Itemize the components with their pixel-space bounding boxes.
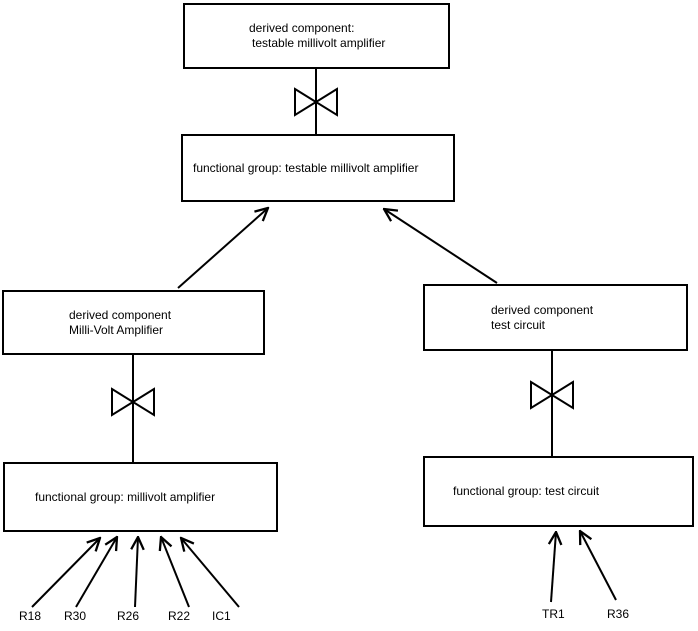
arrow-r30 (75, 537, 117, 608)
leaf-label-r36: R36 (607, 607, 630, 621)
box-functional-group-testable-label: functional group: testable millivolt amp… (193, 160, 419, 175)
box-derived-testable-amplifier: derived component: testable millivolt am… (183, 3, 450, 69)
box-functional-group-testable: functional group: testable millivolt amp… (181, 134, 455, 202)
box-derived-millivolt-line2: Milli-Volt Amplifier (69, 322, 164, 337)
leaf-label-ic1: IC1 (212, 609, 231, 623)
arrow-derived-mv-to-fg-testable (177, 208, 268, 289)
arrow-r36 (580, 531, 617, 601)
box-functional-group-test: functional group: test circuit (423, 456, 694, 527)
leaf-label-r18: R18 (19, 609, 42, 623)
arrow-derived-test-to-fg-testable (384, 209, 498, 284)
leaf-label-r26: R26 (117, 609, 140, 623)
bowtie-icon (294, 87, 338, 117)
box-derived-testable-line1: derived component: (249, 21, 355, 35)
arrow-r18 (31, 538, 100, 608)
box-derived-test-line2: test circuit (491, 317, 546, 332)
box-derived-test-line1: derived component (491, 302, 594, 317)
box-derived-millivolt-line1: derived component (69, 307, 172, 322)
box-derived-test-circuit: derived component test circuit (423, 284, 688, 351)
box-functional-group-test-label: functional group: test circuit (453, 484, 600, 498)
arrow-tr1 (551, 532, 556, 603)
box-derived-millivolt-amplifier: derived component Milli-Volt Amplifier (2, 290, 265, 355)
box-functional-group-millivolt-label: functional group: millivolt amplifier (35, 489, 216, 504)
bowtie-icon (111, 387, 155, 417)
arrow-r22 (161, 537, 190, 608)
box-functional-group-millivolt: functional group: millivolt amplifier (3, 462, 278, 532)
arrow-r26 (135, 537, 138, 608)
bowtie-icon (530, 380, 574, 410)
box-derived-testable-line2: testable millivolt amplifier (252, 36, 386, 50)
leaf-label-r22: R22 (168, 609, 191, 623)
leaf-label-tr1: TR1 (542, 607, 565, 621)
leaf-label-r30: R30 (64, 609, 87, 623)
arrow-ic1 (181, 538, 240, 608)
